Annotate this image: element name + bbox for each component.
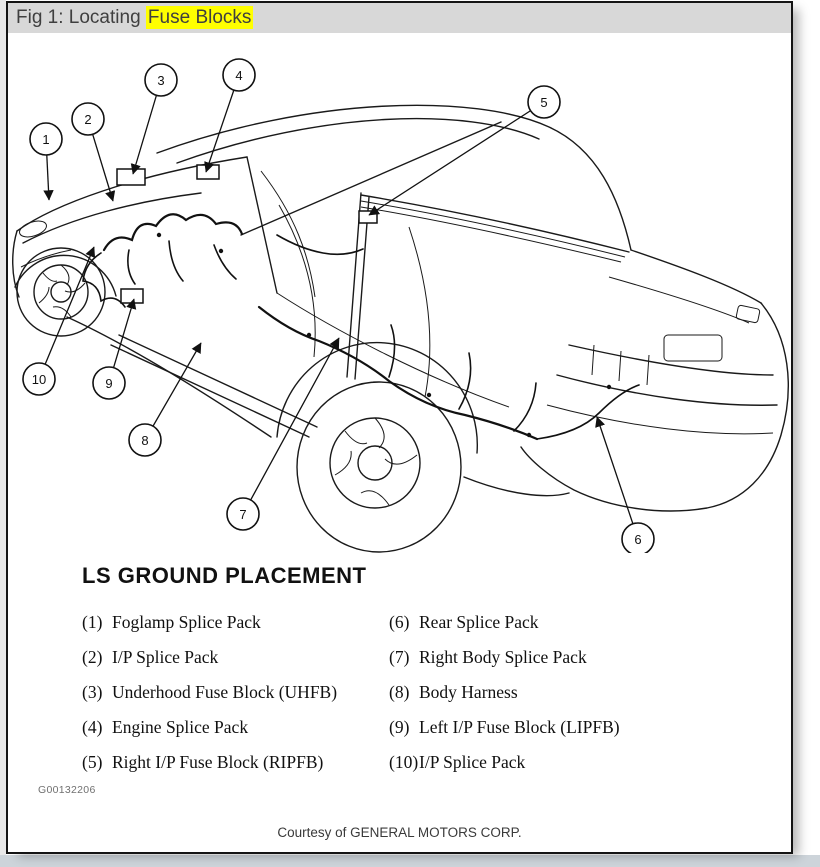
courtesy-line: Courtesy of GENERAL MOTORS CORP.: [277, 825, 522, 840]
figure-content: 1 2 3 4 5: [8, 33, 791, 852]
legend-item: (9)Left I/P Fuse Block (LIPFB): [389, 717, 620, 737]
callouts: 1 2 3 4 5: [22, 58, 655, 553]
legend-item: (1)Foglamp Splice Pack: [82, 612, 261, 632]
callout-9: 9: [92, 366, 126, 400]
figure-title: Fig 1: Locating Fuse Blocks: [16, 6, 254, 29]
rear-wheel: [276, 341, 479, 553]
callout-6: 6: [621, 522, 655, 553]
legend-heading: LS GROUND PLACEMENT: [82, 563, 367, 588]
svg-text:8: 8: [141, 433, 148, 448]
svg-text:9: 9: [105, 376, 112, 391]
page-bottom-strip: [0, 855, 820, 867]
figure-code: G00132206: [38, 784, 96, 796]
car-body: [12, 104, 789, 553]
underhood-fuse-block: [116, 168, 146, 186]
legend: LS GROUND PLACEMENT (1)Foglamp Splice Pa…: [72, 563, 772, 780]
svg-text:5: 5: [540, 95, 547, 110]
legend-column-left: (1)Foglamp Splice Pack (2)I/P Splice Pac…: [82, 605, 389, 780]
car-diagram: 1 2 3 4 5: [12, 58, 789, 553]
callout-7: 7: [226, 497, 260, 531]
callout-4: 4: [222, 58, 256, 92]
front-wheel: [14, 247, 117, 337]
legend-item: (5)Right I/P Fuse Block (RIPFB): [82, 752, 324, 772]
callout-2: 2: [71, 102, 105, 136]
svg-text:10: 10: [32, 372, 46, 387]
legend-item: (2)I/P Splice Pack: [82, 647, 219, 667]
figure-title-bar: Fig 1: Locating Fuse Blocks: [8, 3, 791, 33]
legend-item: (10)I/P Splice Pack: [389, 752, 526, 772]
legend-item: (8)Body Harness: [389, 682, 518, 702]
svg-text:3: 3: [157, 73, 164, 88]
callout-1: 1: [29, 122, 63, 156]
page-left-margin: [0, 0, 6, 856]
callout-10: 10: [22, 362, 56, 396]
legend-item: (6)Rear Splice Pack: [389, 612, 539, 632]
legend-item: (4)Engine Splice Pack: [82, 717, 249, 737]
figure-frame: Fig 1: Locating Fuse Blocks: [6, 1, 793, 854]
svg-text:2: 2: [84, 112, 91, 127]
callout-3: 3: [144, 63, 178, 97]
svg-text:6: 6: [634, 532, 641, 547]
svg-text:4: 4: [235, 68, 242, 83]
svg-text:7: 7: [239, 507, 246, 522]
callout-5: 5: [527, 85, 561, 119]
left-ip-fuse-block: [120, 288, 144, 304]
legend-column-right: (6)Rear Splice Pack (7)Right Body Splice…: [389, 605, 719, 780]
figure-title-prefix: Fig 1: Locating: [16, 7, 146, 28]
figure-title-highlight: Fuse Blocks: [145, 6, 254, 29]
svg-text:1: 1: [42, 132, 49, 147]
callout-8: 8: [128, 423, 162, 457]
right-ip-fuse-block: [358, 210, 378, 224]
legend-item: (3)Underhood Fuse Block (UHFB): [82, 682, 338, 702]
legend-item: (7)Right Body Splice Pack: [389, 647, 587, 667]
